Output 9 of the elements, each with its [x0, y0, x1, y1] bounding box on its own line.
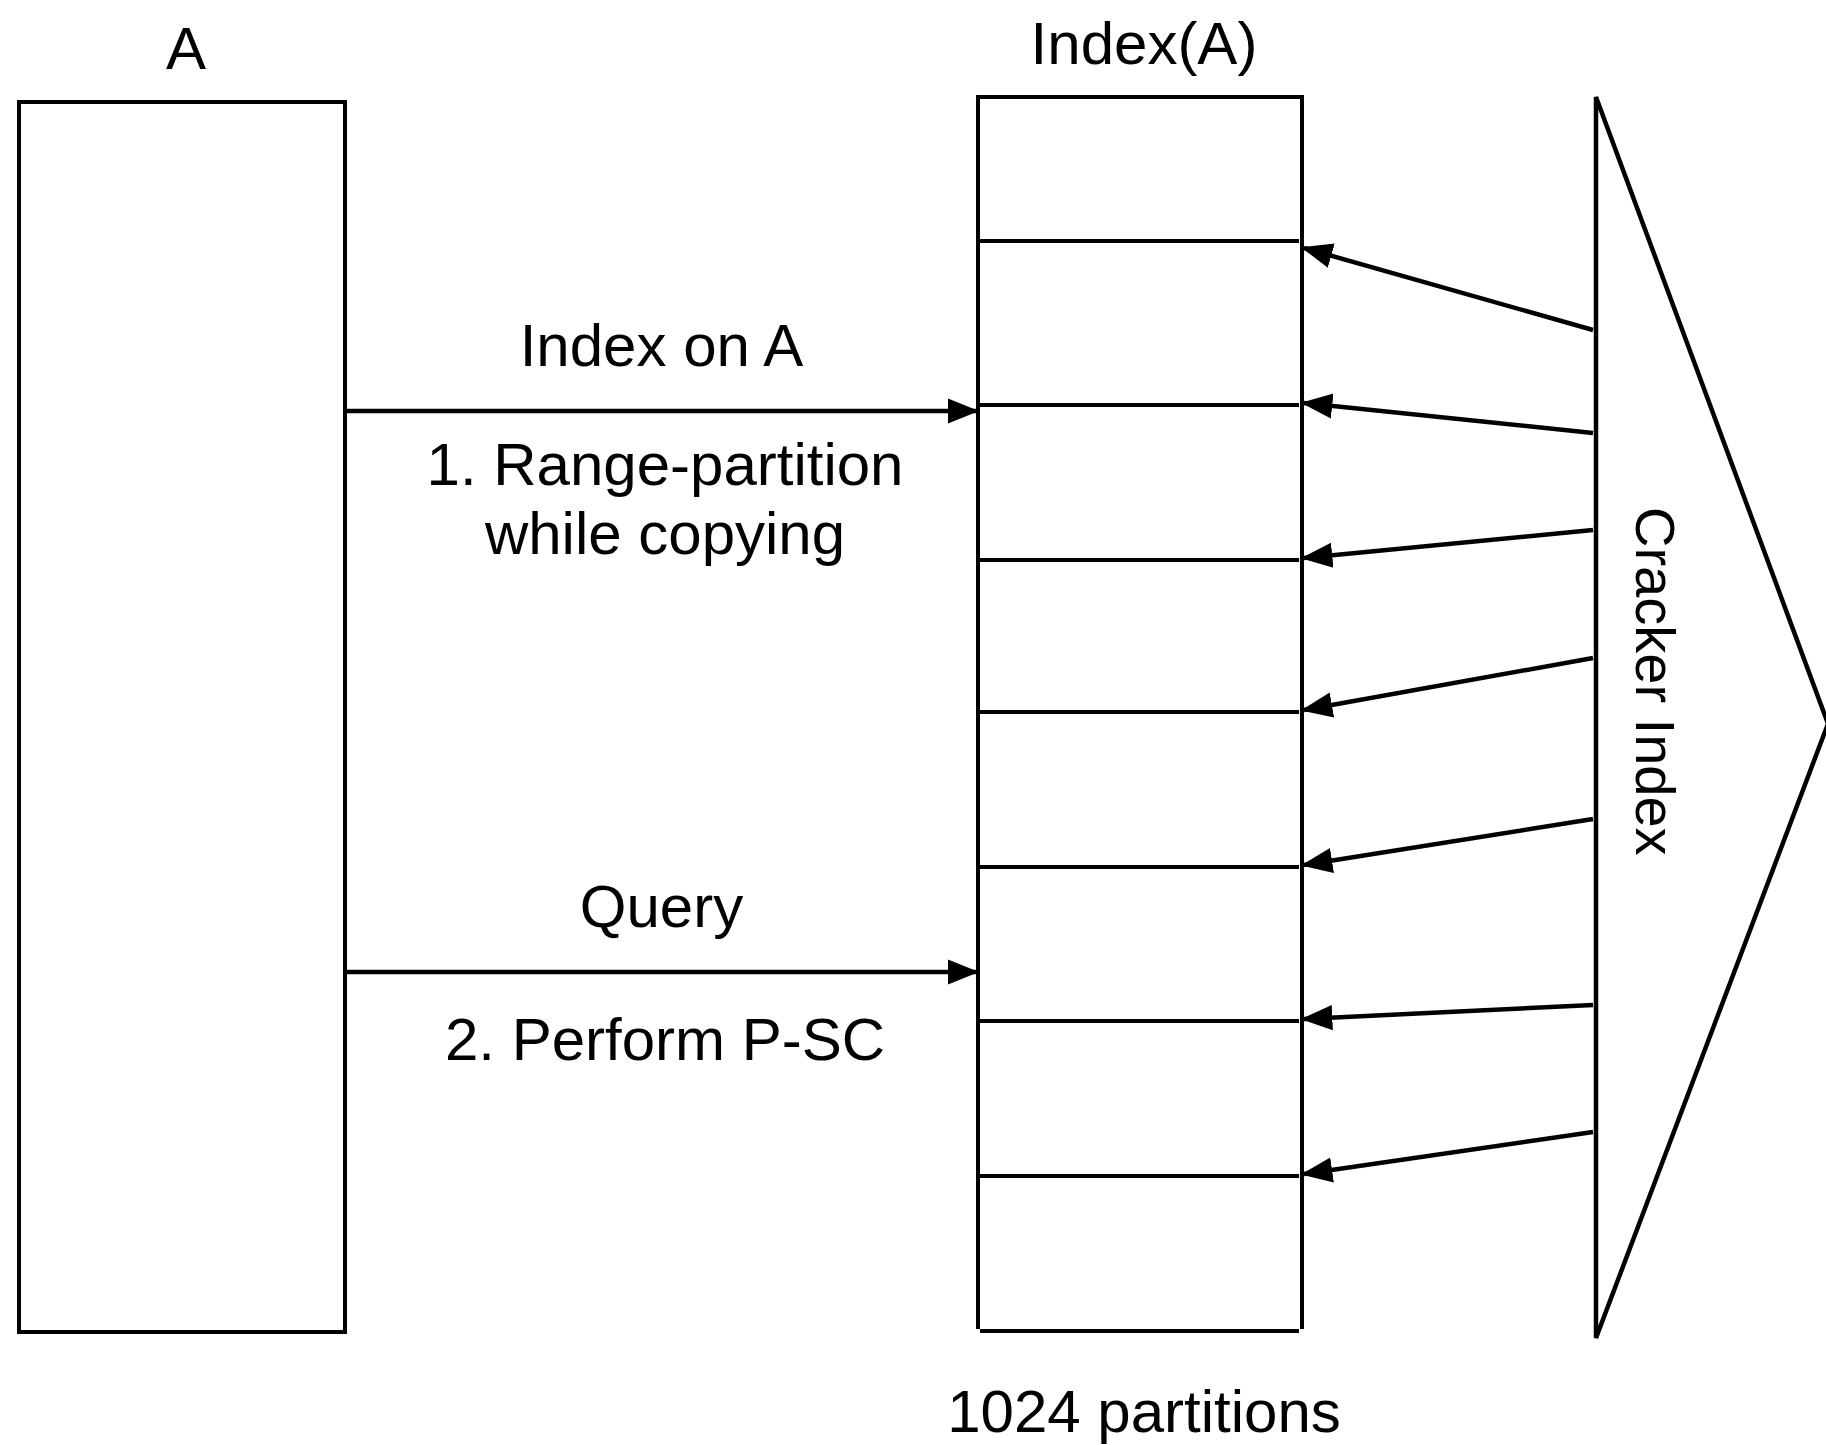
- triangle-shape: [1593, 95, 1826, 1340]
- edge-label: Query: [578, 872, 745, 941]
- edge-label: Index on A: [518, 311, 805, 380]
- step-note: 2. Perform P-SC: [443, 1005, 887, 1074]
- step-note: 1. Range-partition while copying: [425, 430, 905, 568]
- column-title: Index(A): [1029, 9, 1259, 78]
- column-title: A: [165, 14, 207, 83]
- triangle-label: Cracker Index: [1623, 507, 1688, 856]
- column-caption: 1024 partitions: [946, 1377, 1342, 1445]
